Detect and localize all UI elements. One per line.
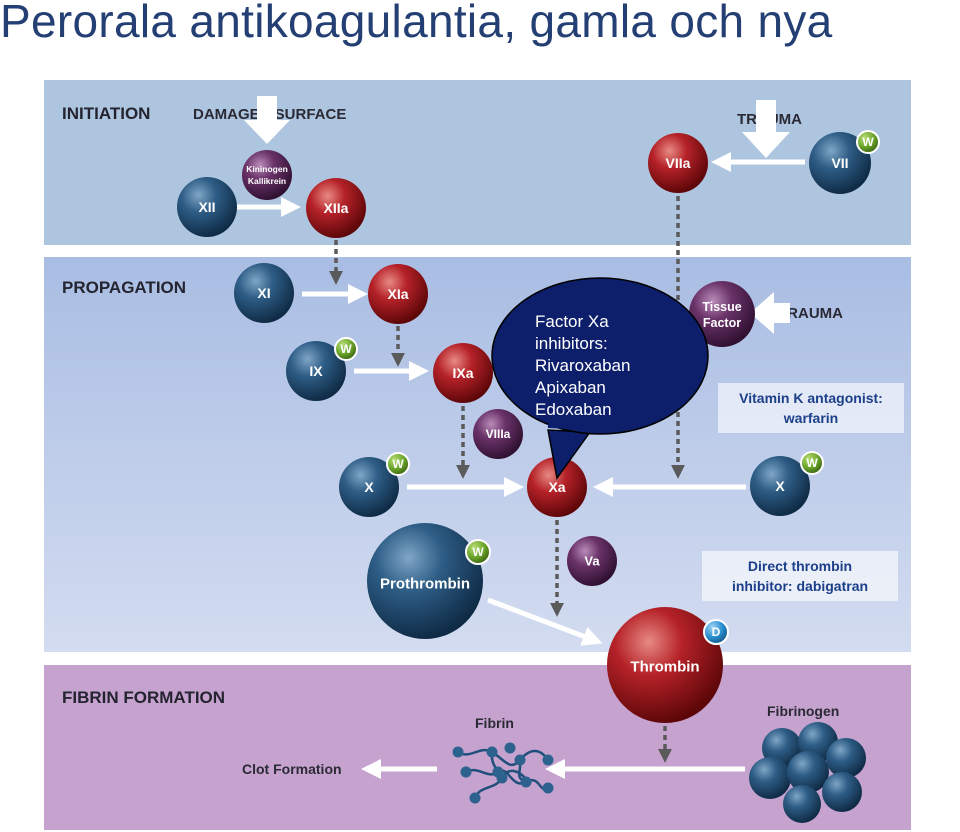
fibrinogen-cluster-icon [749,722,866,823]
tissue-factor: Tissue Factor [689,281,755,347]
svg-text:Kallikrein: Kallikrein [248,176,286,186]
svg-text:W: W [862,135,874,149]
svg-text:VIIa: VIIa [666,155,691,171]
svg-text:W: W [340,342,352,356]
prothrombin: Prothrombin [367,523,483,639]
svg-text:Vitamin K antagonist:: Vitamin K antagonist: [739,390,883,406]
warfarin-badge-x-right: W [800,451,824,475]
slide-title: Perorala antikoagulantia, gamla och nya [0,0,833,47]
callout-line-4: Apixaban [535,378,606,397]
svg-text:XIa: XIa [387,286,408,302]
factor-ix: IX [286,341,346,401]
svg-text:Va: Va [584,554,600,569]
factor-x-left: X [339,457,399,517]
svg-text:X: X [364,479,374,495]
trauma-mid-label: TRAUMA [778,305,843,322]
trauma-mid-arrowhead-icon [750,292,790,334]
damaged-surface-arrow-icon [244,96,290,144]
svg-text:warfarin: warfarin [783,410,838,426]
fibrin-network-icon [452,742,554,804]
svg-text:VIIIa: VIIIa [486,427,511,441]
svg-text:Prothrombin: Prothrombin [380,576,470,593]
kininogen-kallikrein: Kininogen Kallikrein [242,150,292,200]
factor-xia: XIa [368,264,428,324]
svg-text:W: W [392,457,404,471]
factor-viiia: VIIIa [473,409,523,459]
svg-text:Xa: Xa [548,479,565,495]
svg-text:Thrombin: Thrombin [630,659,699,676]
svg-text:XI: XI [257,285,270,301]
svg-text:IX: IX [309,363,323,379]
dabigatran-badge-thrombin: D [703,619,729,645]
factor-ixa: IXa [433,343,493,403]
svg-text:VII: VII [831,155,848,171]
initiation-heading: INITIATION [62,104,150,123]
arrow-prothrombin-to-thrombin [487,597,603,646]
svg-text:inhibitor: dabigatran: inhibitor: dabigatran [732,578,868,594]
warfarin-badge-x-left: W [386,452,410,476]
clot-formation-label: Clot Formation [242,761,342,777]
factor-xii: XII [177,177,237,237]
svg-text:Kininogen: Kininogen [246,164,288,174]
factor-xa-inhibitors-callout: Factor Xa inhibitors: Rivaroxaban Apixab… [491,277,709,480]
callout-line-3: Rivaroxaban [535,356,630,375]
callout-line-2: inhibitors: [535,334,608,353]
svg-text:W: W [806,456,818,470]
svg-text:XII: XII [198,199,215,215]
propagation-heading: PROPAGATION [62,278,186,297]
factor-va: Va [567,536,617,586]
warfarin-badge-prothrombin: W [465,539,491,565]
factor-xiia: XIIa [306,178,366,238]
svg-text:IXa: IXa [452,365,473,381]
fibrinogen-label: Fibrinogen [767,703,839,719]
direct-thrombin-inhibitor-box: Direct thrombin inhibitor: dabigatran [702,551,898,601]
warfarin-badge-ix: W [334,337,358,361]
svg-text:X: X [775,478,785,494]
fibrin-formation-heading: FIBRIN FORMATION [62,688,225,707]
factor-x-right: X [750,456,810,516]
vitamin-k-antagonist-box: Vitamin K antagonist: warfarin [718,383,904,433]
callout-line-1: Factor Xa [535,312,609,331]
fibrin-label: Fibrin [475,715,514,731]
factor-xa: Xa [527,457,587,517]
svg-text:Tissue: Tissue [702,300,741,314]
thrombin: Thrombin [607,607,723,723]
factor-xi: XI [234,263,294,323]
factor-vii: VII [809,132,871,194]
trauma-top-arrow-icon [742,100,790,158]
svg-text:W: W [472,545,484,559]
callout-line-5: Edoxaban [535,400,612,419]
svg-text:Factor: Factor [703,316,741,330]
svg-text:XIIa: XIIa [324,200,349,216]
svg-text:D: D [712,625,721,639]
warfarin-badge-vii: W [856,130,880,154]
factor-viia: VIIa [648,133,708,193]
svg-text:Direct thrombin: Direct thrombin [748,558,852,574]
